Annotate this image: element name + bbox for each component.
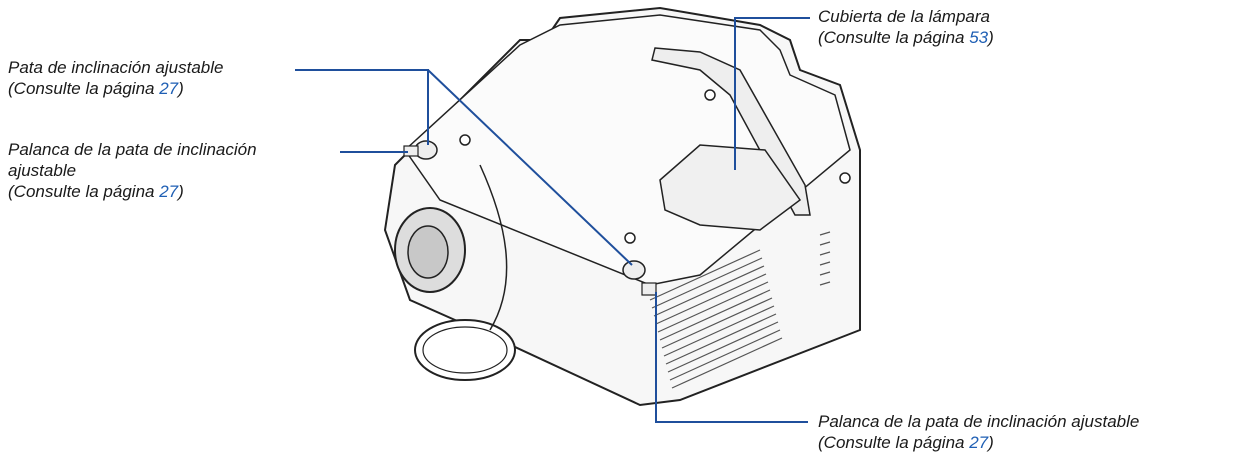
tilt-lever-right-part [641,282,657,296]
callout-tilt-foot-ref: (Consulte la página 27) [8,79,184,98]
callout-tilt-lever-left-title-2: ajustable [8,161,77,180]
page-link[interactable]: 27 [969,433,989,452]
callout-lamp-cover: Cubierta de la lámpara (Consulte la pági… [818,6,994,48]
leader-tilt-lever-right [655,292,808,423]
tilt-foot-right [622,260,646,280]
callout-tilt-lever-right-ref: (Consulte la página 27) [818,433,994,452]
callout-tilt-foot: Pata de inclinación ajustable (Consulte … [8,57,223,99]
leader-tilt-foot-right [427,69,633,266]
lens-cap [414,319,516,381]
leader-lamp-cover [734,17,810,170]
page-link[interactable]: 27 [159,79,179,98]
leader-lines [295,17,810,423]
lens-cap-string [479,164,508,331]
callout-tilt-foot-title: Pata de inclinación ajustable [8,58,224,77]
callout-tilt-lever-left-ref: (Consulte la página 27) [8,182,184,201]
callout-tilt-lever-left: Palanca de la pata de inclinación ajusta… [8,139,257,202]
lens-glass [407,225,449,279]
callout-tilt-lever-right-title: Palanca de la pata de inclinación ajusta… [818,412,1140,431]
lamp-cover-panel [659,144,802,231]
callout-lamp-cover-ref: (Consulte la página 53) [818,28,994,47]
screws [459,89,851,244]
callout-tilt-lever-left-title-1: Palanca de la pata de inclinación [8,140,257,159]
callout-lamp-cover-title: Cubierta de la lámpara [818,7,990,26]
page-link[interactable]: 53 [969,28,989,47]
side-vents [649,231,831,389]
page-link[interactable]: 27 [159,182,179,201]
leader-tilt-foot [295,69,429,145]
callout-tilt-lever-right: Palanca de la pata de inclinación ajusta… [818,411,1139,453]
